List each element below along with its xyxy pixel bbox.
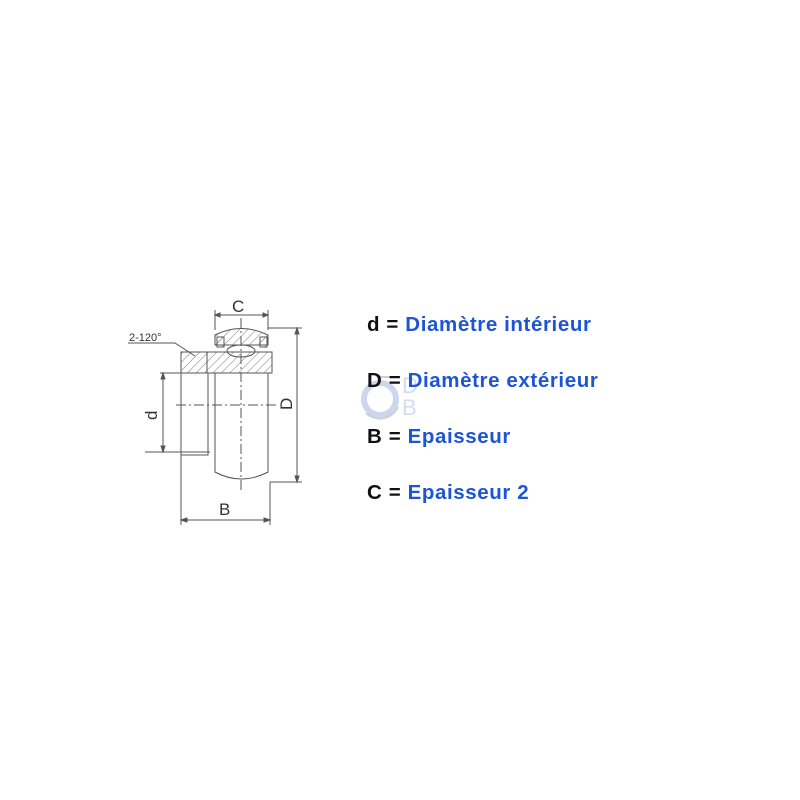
legend-description: Epaisseur 2	[407, 481, 530, 504]
legend-symbol: B	[367, 425, 383, 448]
legend-description: Diamètre intérieur	[405, 313, 592, 336]
watermark-letters: B	[402, 395, 417, 420]
dimension-d	[160, 371, 166, 454]
legend-equals: =	[388, 425, 402, 448]
svg-text:D: D	[402, 373, 418, 398]
inner-ring-section	[206, 351, 273, 374]
legend-row-d: d = Diamètre intérieur	[367, 313, 592, 337]
label-B: B	[219, 500, 230, 519]
legend-equals: =	[386, 313, 399, 336]
watermark-logo: B D	[361, 373, 418, 420]
label-C: C	[232, 297, 244, 316]
label-D: D	[277, 398, 296, 410]
legend-row-C: C = Epaisseur 2	[367, 481, 529, 505]
label-angle: 2-120°	[129, 332, 162, 344]
legend-description: Diamètre extérieur	[407, 369, 599, 392]
legend-symbol: d	[367, 313, 381, 336]
legend-equals: =	[388, 481, 402, 504]
legend-symbol: C	[367, 481, 383, 504]
seal-right	[259, 336, 268, 348]
legend-row-B: B = Epaisseur	[367, 425, 511, 449]
angle-leader	[128, 342, 196, 357]
label-d: d	[142, 411, 161, 420]
legend-row-D: D = Diamètre extérieur	[367, 369, 598, 393]
dimension-B	[179, 455, 272, 525]
dimension-D	[268, 326, 302, 484]
legend-equals: =	[388, 369, 402, 392]
inner-ring-body	[214, 373, 269, 480]
dimension-c	[213, 310, 270, 330]
legend-description: Epaisseur	[407, 425, 511, 448]
legend-symbol: D	[367, 369, 383, 392]
locking-collar	[180, 372, 209, 456]
seal-left	[216, 336, 225, 348]
